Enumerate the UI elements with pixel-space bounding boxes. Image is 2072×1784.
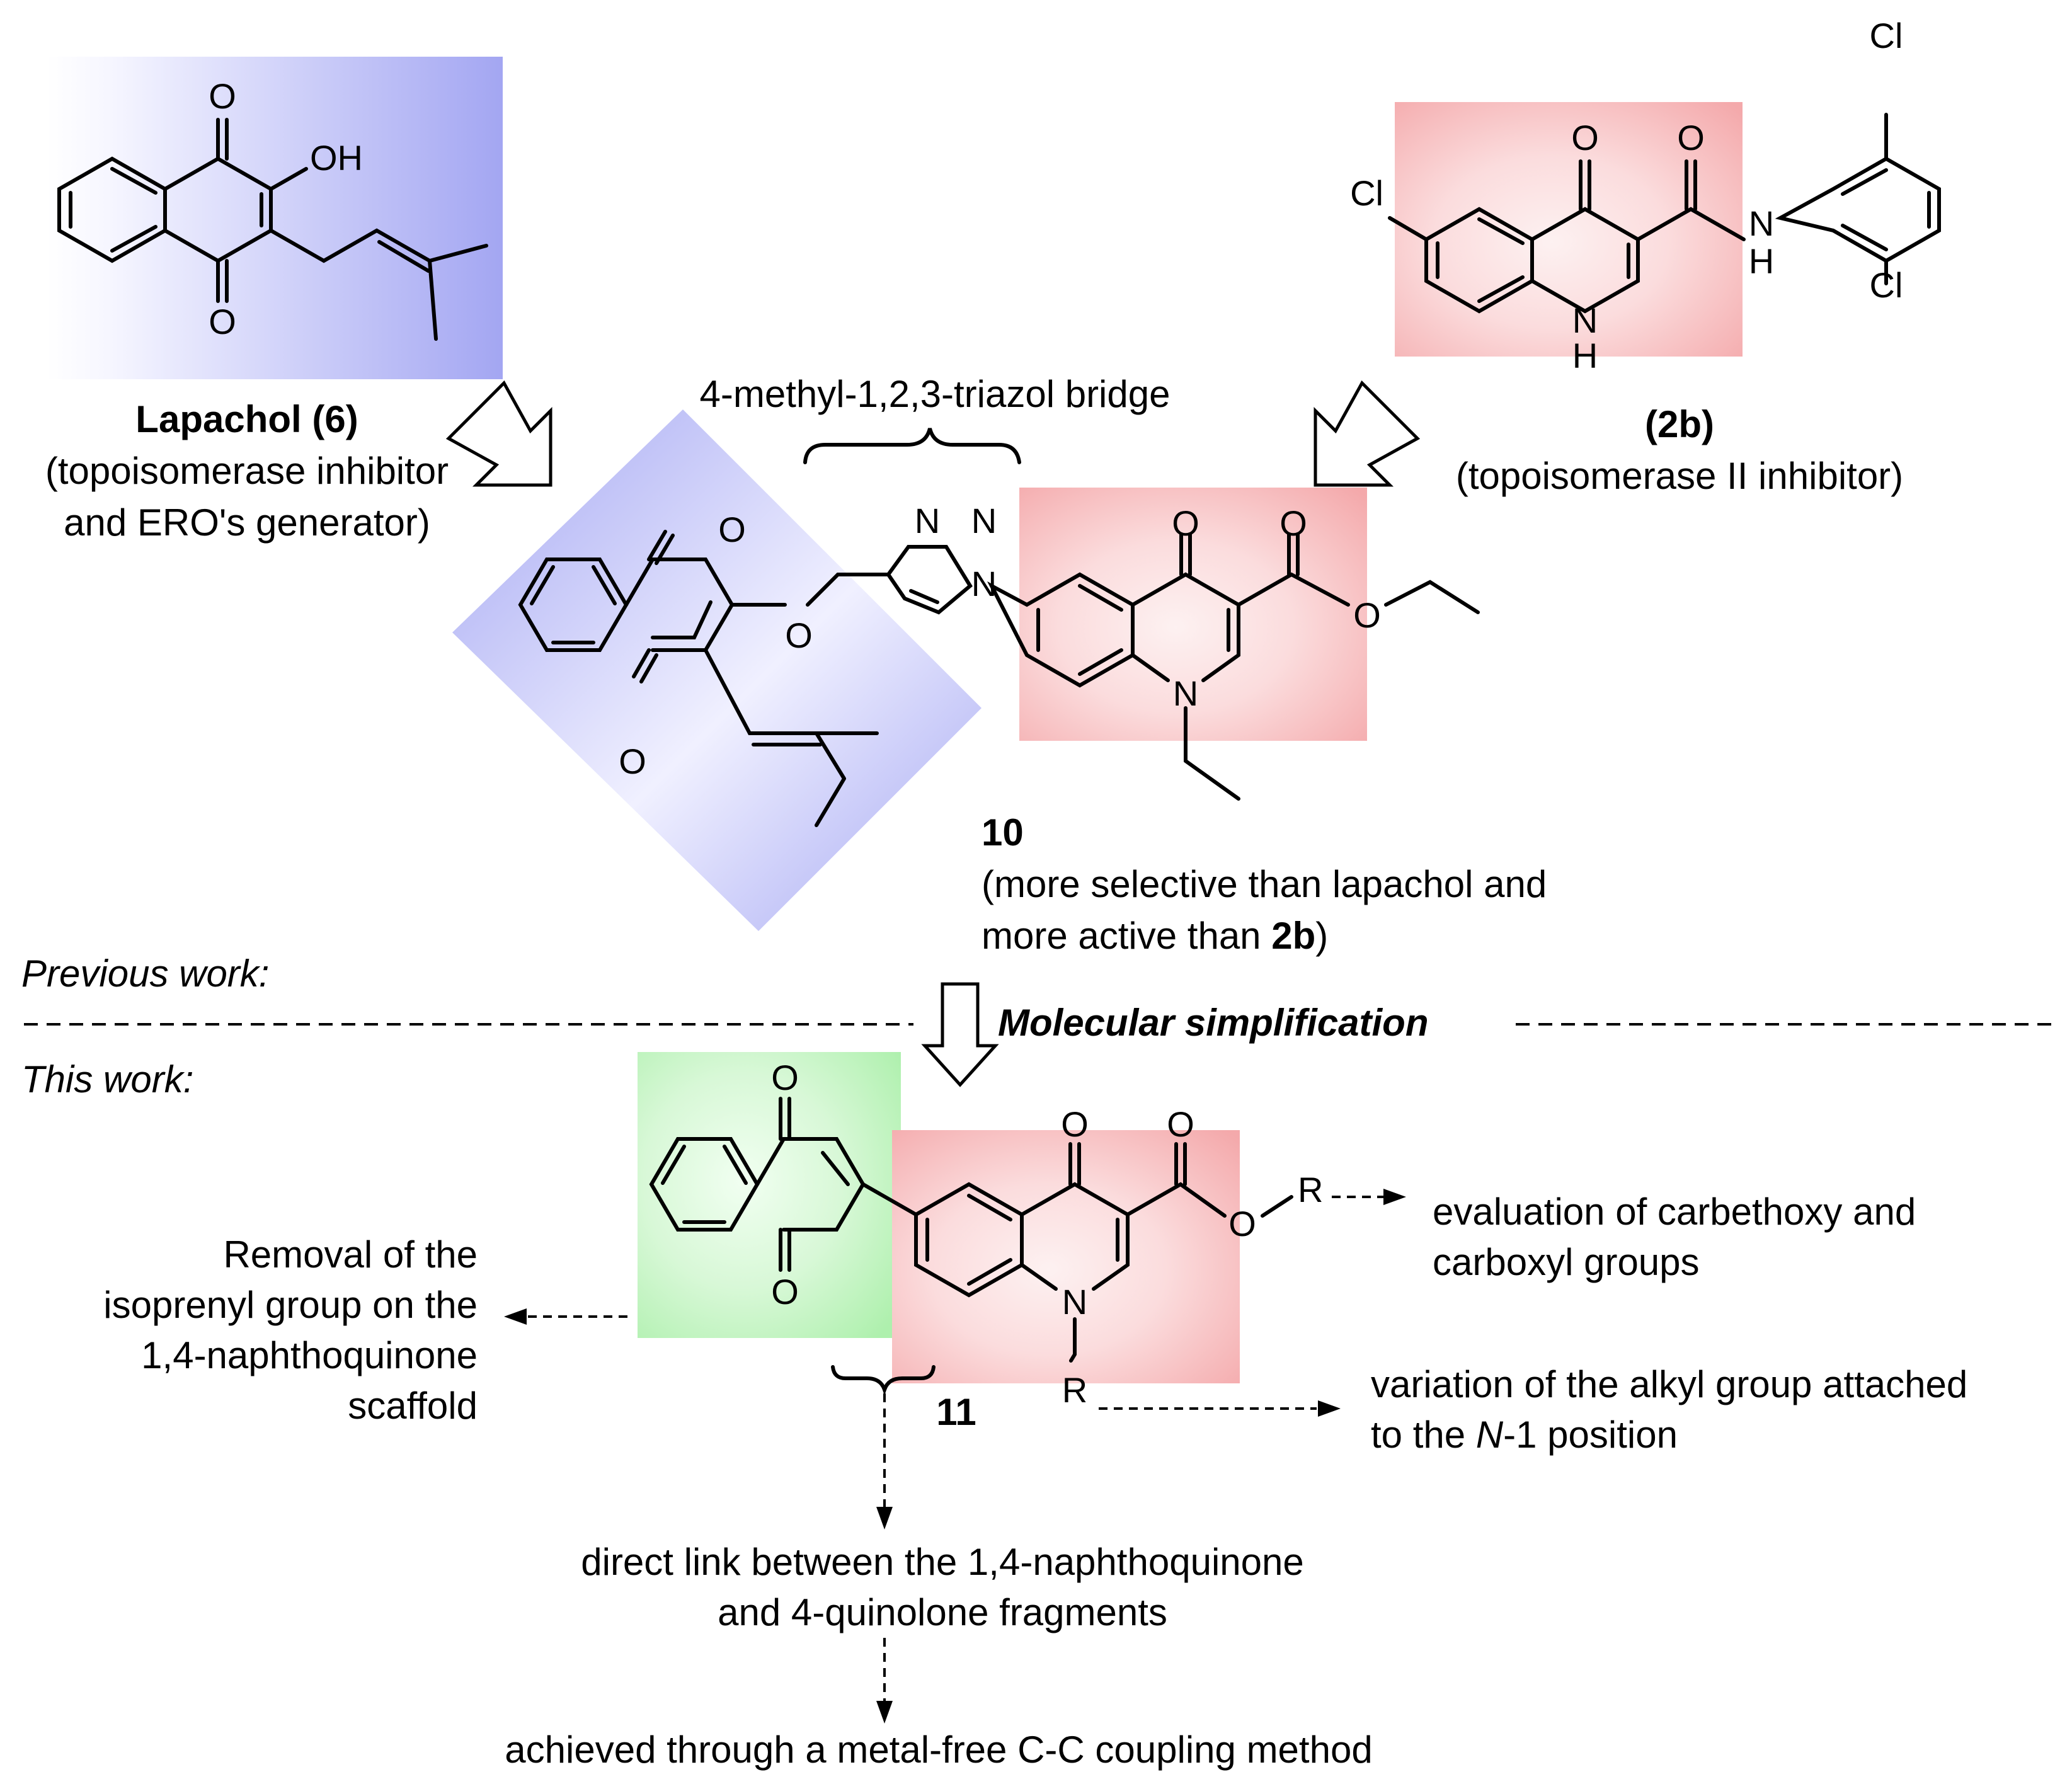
10-triazole-n1: N (915, 501, 940, 540)
simplification-label: Molecular simplification (998, 1002, 1428, 1044)
10-o-upper: O (718, 510, 746, 549)
2b-o-ketone: O (1571, 118, 1599, 157)
lapachol-oh: OH (310, 138, 363, 178)
lapachol-desc-2: and ERO's generator) (64, 501, 430, 544)
10-triazole-n3: N (971, 564, 997, 603)
n1-note-2-prefix: to the (1371, 1414, 1476, 1456)
n1-note: variation of the alkyl group attached to… (1371, 1363, 1967, 1456)
2b-structure (1388, 113, 1941, 314)
2b-cl-top: Cl (1870, 16, 1903, 55)
2b-amide-n: N (1749, 203, 1774, 243)
10-o-lower: O (619, 741, 646, 781)
2b-desc: (topoisomerase II inhibitor) (1456, 455, 1903, 497)
10-quinolone-n: N (1173, 673, 1198, 713)
11-o-nq-top: O (771, 1058, 799, 1097)
10-ether-o: O (785, 615, 813, 655)
10-desc-2-suffix: ) (1315, 915, 1328, 957)
2b-name: (2b) (1645, 403, 1714, 445)
11-n-r: R (1062, 1370, 1087, 1410)
11-o-nq-bottom: O (771, 1272, 799, 1312)
lapachol-o-top: O (209, 76, 236, 116)
link-note-1: direct link between the 1,4-naphthoquino… (581, 1541, 1304, 1583)
10-structure (518, 530, 1480, 827)
10-number: 10 (982, 811, 1024, 854)
previous-work-label: Previous work: (21, 952, 269, 995)
2b-o-amide: O (1677, 118, 1705, 157)
10-bridge-label: 4-methyl-1,2,3-triazol bridge (700, 373, 1171, 415)
isoprenyl-note: Removal of the isoprenyl group on the 1,… (103, 1233, 478, 1427)
10-triazole-n2: N (971, 501, 997, 540)
isoprenyl-note-2: isoprenyl group on the (103, 1284, 478, 1326)
11-o-ketone: O (1061, 1104, 1089, 1144)
2b-to-10-arrow-icon (1314, 380, 1421, 487)
lapachol-to-10-arrow-icon (445, 380, 552, 487)
10-o-ketone: O (1172, 503, 1199, 543)
ester-note-1: evaluation of carbethoxy and (1433, 1191, 1916, 1233)
link-brace (831, 1365, 936, 1396)
11-structure (649, 1097, 1293, 1363)
n1-note-arrowhead-icon (1318, 1400, 1341, 1417)
isoprenyl-note-1: Removal of the (223, 1233, 478, 1276)
2b-cl-ring: Cl (1350, 173, 1383, 213)
2b-quinolone-highlight-box (1395, 102, 1743, 357)
link-note: direct link between the 1,4-naphthoquino… (581, 1541, 1304, 1633)
this-work-label: This work: (21, 1058, 193, 1101)
lapachol-structure (57, 118, 488, 341)
11-quinolone-highlight-box (892, 1130, 1240, 1383)
link-note-arrowhead-icon (876, 1507, 893, 1530)
11-o-ester-alkoxy: O (1228, 1204, 1256, 1244)
lapachol-name: Lapachol (6) (135, 398, 358, 440)
2b-amide-h: H (1749, 241, 1774, 281)
isoprenyl-note-3: 1,4-naphthoquinone (141, 1334, 478, 1376)
10-o-ester-alkoxy: O (1353, 595, 1381, 635)
lapachol-desc-1: (topoisomerase inhibitor (45, 450, 449, 492)
10-quinolone-highlight-box (1019, 488, 1367, 741)
isoprenyl-note-arrowhead-icon (504, 1308, 527, 1325)
n1-note-2-suffix: -1 position (1503, 1414, 1678, 1456)
isoprenyl-note-4: scaffold (348, 1385, 478, 1427)
n1-note-2-italic: N (1476, 1414, 1504, 1456)
coupling-note-arrowhead-icon (876, 1701, 893, 1724)
ester-note-arrowhead-icon (1383, 1189, 1406, 1205)
ester-note-2: carboxyl groups (1433, 1241, 1700, 1283)
11-quinolone-n: N (1062, 1282, 1087, 1322)
10-desc-2: more active than 2b) (982, 915, 1328, 957)
11-number: 11 (936, 1391, 976, 1433)
10-o-ester-carbonyl: O (1279, 503, 1307, 543)
11-ester-r: R (1298, 1170, 1323, 1209)
2b-nh-h: H (1572, 336, 1598, 375)
coupling-note: achieved through a metal-free C-C coupli… (505, 1729, 1372, 1771)
ester-note: evaluation of carbethoxy and carboxyl gr… (1433, 1191, 1916, 1283)
link-note-2: and 4-quinolone fragments (718, 1591, 1167, 1633)
10-desc-1: (more selective than lapachol and (982, 863, 1547, 905)
11-naphthoquinone-highlight-box (638, 1052, 901, 1338)
10-desc-2-prefix: more active than (982, 915, 1271, 957)
2b-cl-bottom: Cl (1870, 265, 1903, 305)
10-bridge-brace (803, 428, 1021, 464)
simplification-arrow-icon (921, 982, 999, 1087)
n1-note-1: variation of the alkyl group attached (1371, 1363, 1967, 1405)
lapachol-highlight-box (47, 57, 503, 379)
10-desc-2-bold: 2b (1271, 915, 1315, 957)
11-o-ester-carbonyl: O (1167, 1104, 1194, 1144)
n1-note-2: to the N-1 position (1371, 1414, 1678, 1456)
lapachol-o-bottom: O (209, 302, 236, 341)
2b-nh-n: N (1572, 300, 1598, 340)
